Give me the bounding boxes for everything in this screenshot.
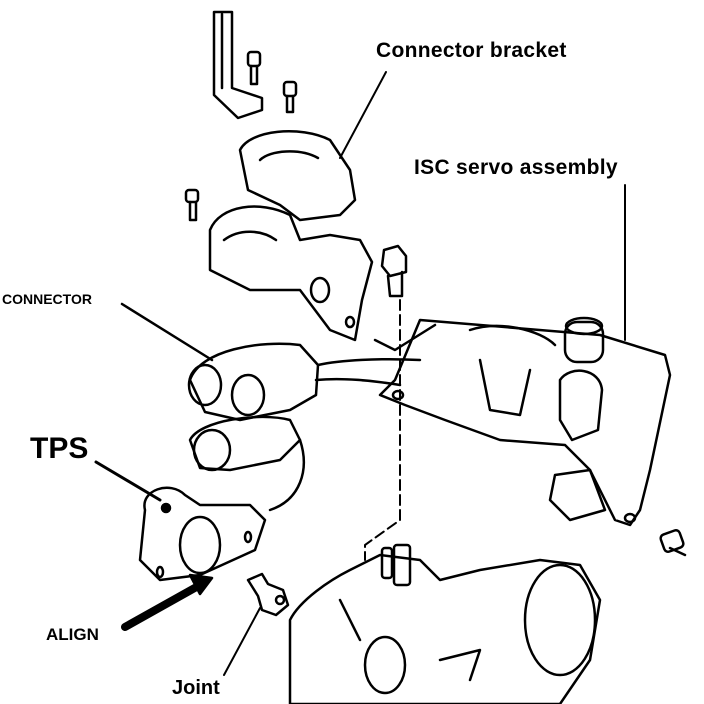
joint-leader-line [223,607,261,676]
throttle-body [288,543,602,704]
screw-right [659,528,687,557]
screw-left [184,188,200,222]
connector-leader-line [120,302,214,362]
align-label: ALIGN [46,625,99,644]
connector-bracket [208,130,437,352]
tps-label: TPS [30,432,89,465]
isc-servo-assembly-label: ISC servo assembly [414,156,618,179]
joint-part [246,572,290,617]
connector-bracket-strip [212,10,264,120]
align-arrowhead [188,573,214,596]
alignment-dashed-line [364,299,401,561]
joint-label: Joint [172,677,220,699]
tps-sensor [138,486,267,582]
connector-label: CONNECTOR [2,291,92,307]
align-arrow [121,581,204,631]
connector-plugs [187,342,422,512]
connector-bracket-label: Connector bracket [376,39,567,62]
bolt-center [380,244,408,298]
screw-top-2 [282,80,298,114]
isc-servo-assembly [378,316,672,527]
bracket-leader-line [339,71,387,159]
screw-top-1 [246,50,262,86]
